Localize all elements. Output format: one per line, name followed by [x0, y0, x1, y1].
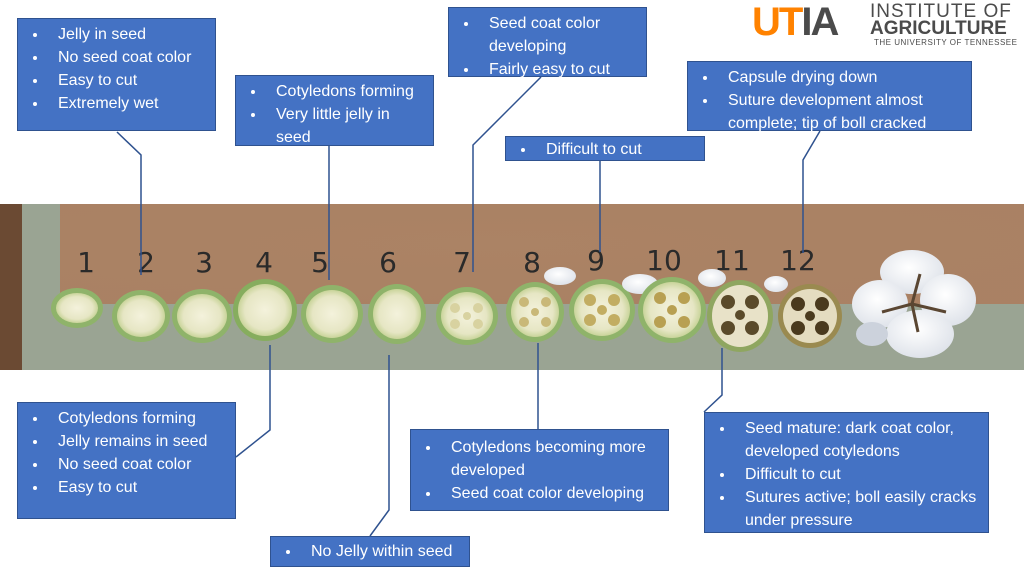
- logo-line-agriculture: AGRICULTURE: [870, 18, 1007, 39]
- callout-item: Easy to cut: [48, 476, 227, 499]
- boll-number-4: 4: [255, 246, 273, 279]
- callout-boll-7: Seed coat color developing Fairly easy t…: [448, 7, 647, 78]
- open-cotton-boll: [852, 250, 976, 358]
- boll-number-5: 5: [311, 246, 329, 279]
- boll-number-9: 9: [587, 244, 605, 277]
- callout-item: Difficult to cut: [536, 138, 696, 161]
- callout-item: Jelly remains in seed: [48, 430, 227, 453]
- boll-number-8: 8: [523, 246, 541, 279]
- logo-line-university: THE UNIVERSITY OF TENNESSEE: [874, 38, 1018, 47]
- callout-item: Seed coat color developing: [479, 12, 638, 58]
- boll-number-2: 2: [137, 246, 155, 279]
- callout-item: Suture development almost complete; tip …: [718, 89, 963, 135]
- logo-line-institute: INSTITUTE OF: [870, 1, 1012, 22]
- callout-boll-2: Jelly in seed No seed coat color Easy to…: [17, 18, 216, 131]
- callout-item: Cotyledons becoming more developed: [441, 436, 660, 482]
- callout-item: Sutures active; boll easily cracks under…: [735, 486, 980, 532]
- callout-boll-5: Cotyledons forming Very little jelly in …: [235, 75, 434, 146]
- boll-number-10: 10: [646, 244, 682, 277]
- callout-item: No seed coat color: [48, 46, 207, 69]
- utia-logo-mark: UTIA: [752, 0, 839, 44]
- callout-item: Fairly easy to cut: [479, 58, 638, 81]
- callout-item: Easy to cut: [48, 69, 207, 92]
- boll-number-1: 1: [77, 246, 95, 279]
- callout-item: Difficult to cut: [735, 463, 980, 486]
- boll-number-12: 12: [780, 244, 816, 277]
- wood-edge: [0, 204, 22, 370]
- utia-logo: UTIA INSTITUTE OF AGRICULTURE THE UNIVER…: [752, 2, 1020, 48]
- boll-number-3: 3: [195, 246, 213, 279]
- boll-number-6: 6: [379, 246, 397, 279]
- boll-cross-sections: [51, 250, 976, 358]
- callout-boll-8: Cotyledons becoming more developed Seed …: [410, 429, 669, 511]
- callout-item: No Jelly within seed: [301, 540, 461, 563]
- callout-item: Seed coat color developing: [441, 482, 660, 505]
- callout-item: Seed mature: dark coat color, developed …: [735, 417, 980, 463]
- callout-item: Jelly in seed: [48, 23, 207, 46]
- callout-item: Extremely wet: [48, 92, 207, 115]
- callout-boll-11: Seed mature: dark coat color, developed …: [704, 412, 989, 533]
- callout-item: Cotyledons forming: [266, 80, 425, 103]
- callout-item: No seed coat color: [48, 453, 227, 476]
- callout-item: Cotyledons forming: [48, 407, 227, 430]
- boll-number-7: 7: [453, 246, 471, 279]
- callout-boll-9: Difficult to cut: [505, 136, 705, 161]
- cotton-boll-photo: 1 2 3 4 5 6 7 8 9 10 11 12: [0, 204, 1024, 370]
- callout-boll-12: Capsule drying down Suture development a…: [687, 61, 972, 132]
- leader-line-6: [369, 355, 390, 537]
- callout-item: Capsule drying down: [718, 66, 963, 89]
- callout-item: Very little jelly in seed: [266, 103, 425, 149]
- callout-boll-6: No Jelly within seed: [270, 536, 470, 567]
- callout-boll-4: Cotyledons forming Jelly remains in seed…: [17, 402, 236, 519]
